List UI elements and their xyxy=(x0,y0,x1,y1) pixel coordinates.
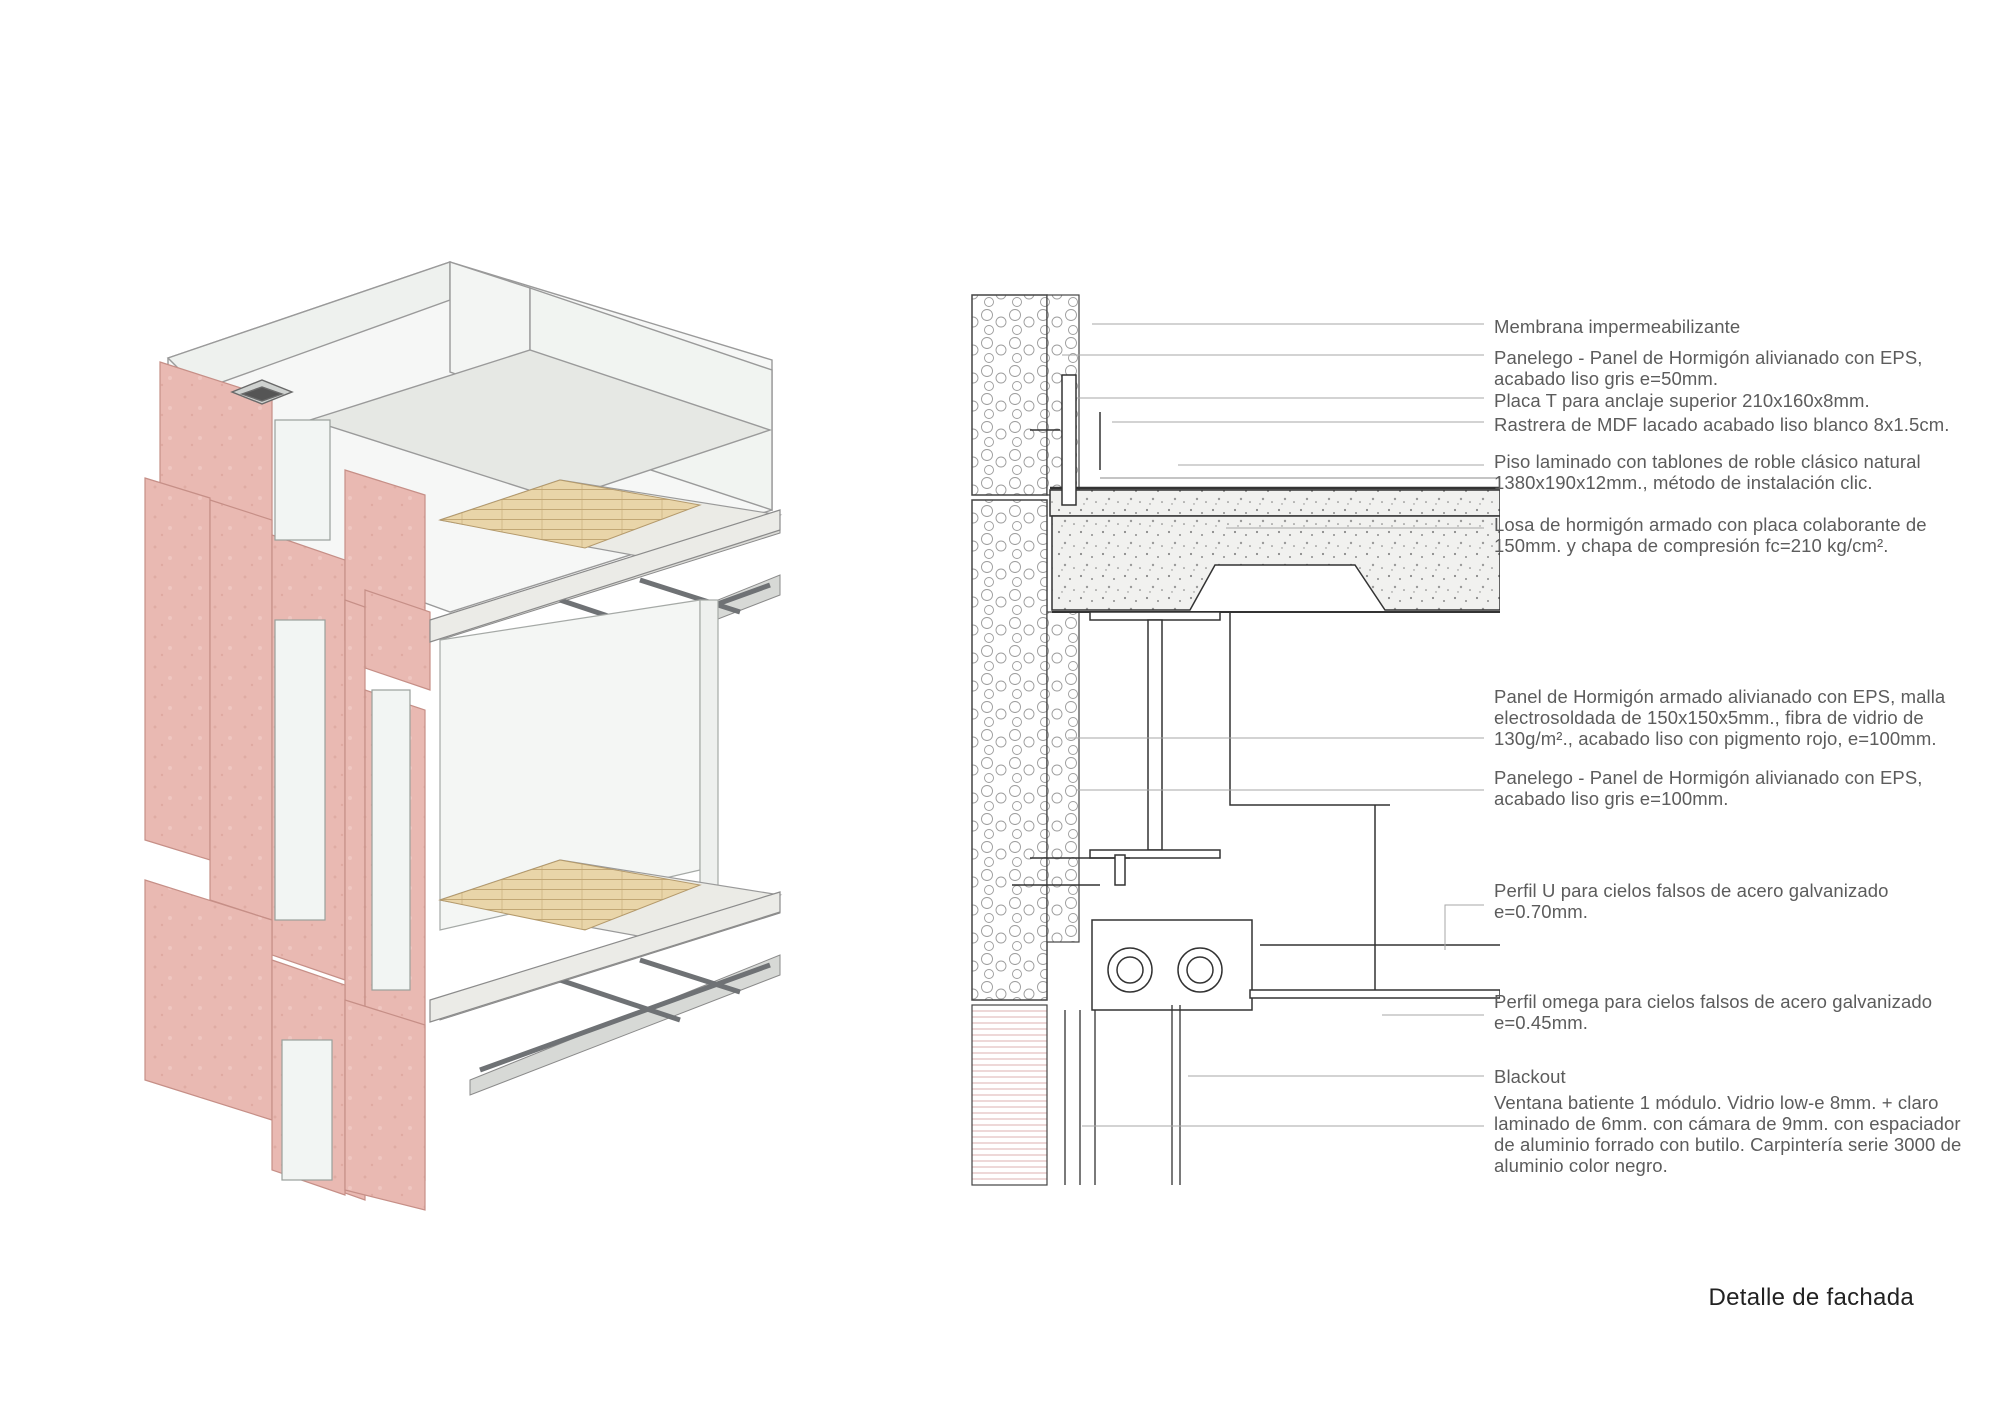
exterior-wall-eps-panel xyxy=(971,294,1080,1186)
roof-duct xyxy=(230,379,294,405)
concrete-slab xyxy=(1049,477,1500,613)
construction-section-drawing xyxy=(971,294,1500,1186)
anchor-plates xyxy=(1012,374,1130,886)
axonometric-facade-drawing xyxy=(144,261,783,1211)
callout-losa: Losa de hormigón armado con placa colabo… xyxy=(1494,514,1927,556)
callout-piso-laminado: Piso laminado con tablones de roble clás… xyxy=(1494,451,1921,493)
page-title: Detalle de fachada xyxy=(1708,1284,1914,1311)
window-frame xyxy=(1064,1005,1181,1185)
callout-perfil-u: Perfil U para cielos falsos de acero gal… xyxy=(1494,880,1889,922)
callout-panelego-100: Panelego - Panel de Hormigón alivianado … xyxy=(1494,767,1923,809)
middle-glazing xyxy=(439,599,719,931)
slab-edges xyxy=(429,509,781,1023)
callout-blackout: Blackout xyxy=(1494,1066,1566,1087)
callout-panel-rojo: Panel de Hormigón armado alivianado con … xyxy=(1494,686,1946,749)
window-frames xyxy=(274,419,411,1181)
callout-perfil-omega: Perfil omega para cielos falsos de acero… xyxy=(1494,991,1933,1033)
callout-membrana: Membrana impermeabilizante xyxy=(1494,316,1741,337)
callout-panelego-50: Panelego - Panel de Hormigón alivianado … xyxy=(1494,347,1923,389)
leader-lines xyxy=(1062,323,1484,1127)
callout-placa-t: Placa T para anclaje superior 210x160x8m… xyxy=(1494,390,1870,411)
callout-rastrera: Rastrera de MDF lacado acabado liso blan… xyxy=(1494,414,1950,435)
callout-ventana: Ventana batiente 1 módulo. Vidrio low-e … xyxy=(1494,1092,1962,1176)
steel-i-beam xyxy=(1089,611,1390,859)
